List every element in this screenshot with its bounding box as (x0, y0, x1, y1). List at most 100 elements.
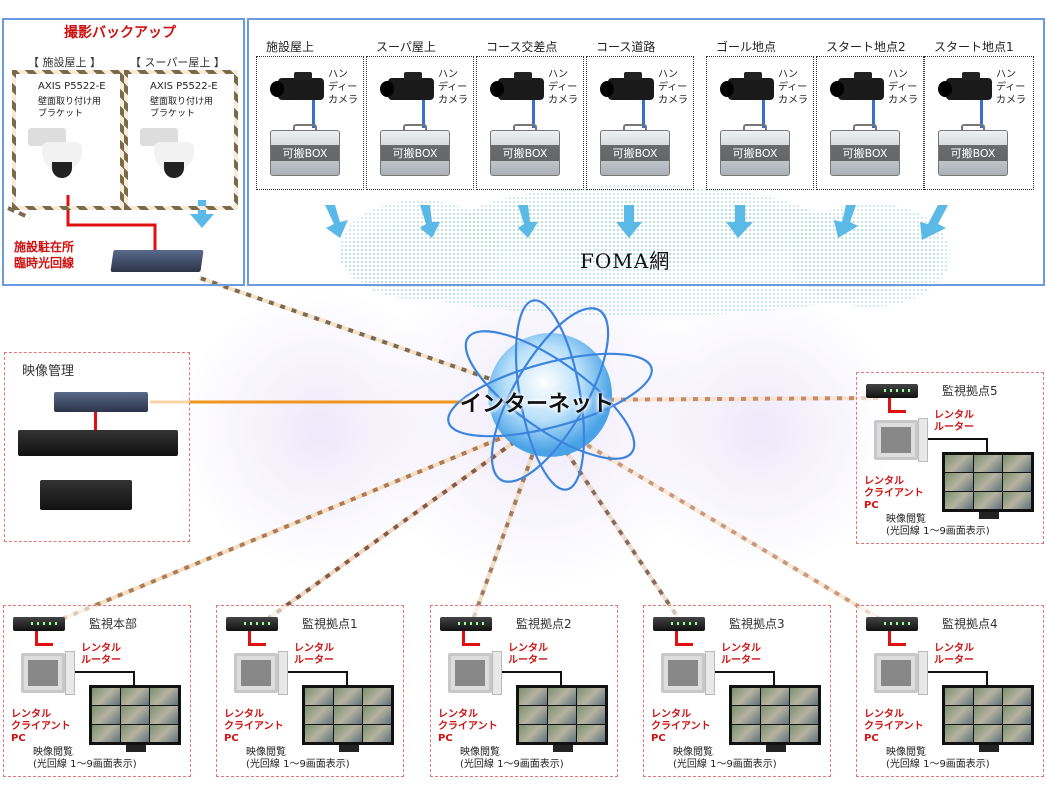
mgmt-red-link (94, 412, 97, 430)
camera-feed-tile (150, 688, 178, 706)
camera-feed-tile (548, 724, 576, 742)
facility-line-label-1: 施設駐在所 (14, 240, 75, 254)
camera-model-1: AXIS P5522-E (38, 81, 106, 92)
camera-feed-tile (1003, 688, 1031, 706)
client-pc-monitor-icon (234, 653, 278, 693)
camera-feed-tile (945, 706, 973, 724)
view-label-2: (光回線 1～9画面表示) (886, 526, 990, 537)
camera-label-line2: ディー (328, 82, 358, 93)
pc-label-1: レンタル (438, 709, 478, 720)
pc-label-3: PC (651, 733, 666, 744)
multi-view-display-icon (302, 685, 394, 752)
router-label-1: レンタル (81, 643, 121, 654)
view-label-2: (光回線 1～9画面表示) (673, 759, 777, 770)
portable-box-label: 可搬BOX (601, 145, 669, 161)
pc-label-1: レンタル (864, 709, 904, 720)
portable-box-label: 可搬BOX (831, 145, 899, 161)
pc-label-2: クライアント (224, 721, 284, 732)
dome-camera-icon (28, 126, 86, 182)
camera-feed-tile (305, 706, 333, 724)
pc-label-2: クライアント (864, 721, 924, 732)
pc-label-3: PC (224, 733, 239, 744)
portable-box-label: 可搬BOX (381, 145, 449, 161)
router-label-1: レンタル (934, 410, 974, 421)
site-equipment-frame (924, 56, 1034, 190)
camera-feed-tile (577, 688, 605, 706)
camera-feed-tile (92, 688, 120, 706)
camera-feed-tile (121, 724, 149, 742)
display-grid (92, 688, 178, 742)
pc-display-link (986, 438, 988, 452)
pc-display-link (773, 671, 775, 685)
station-name: 監視拠点3 (729, 617, 785, 631)
camera-box-link (312, 100, 315, 128)
camera-label-line2: ディー (658, 82, 688, 93)
station-name: 監視本部 (89, 617, 138, 631)
display-grid (519, 688, 605, 742)
pc-display-link (75, 671, 135, 673)
router-label-1: レンタル (294, 643, 334, 654)
camera-label-line1: ハン (548, 69, 568, 80)
pc-display-link (715, 671, 775, 673)
pc-label-3: PC (11, 733, 26, 744)
camera-feed-tile (790, 724, 818, 742)
pc-display-link (928, 438, 988, 440)
internet-label: インターネット (460, 392, 615, 417)
router-label-1: レンタル (508, 643, 548, 654)
portable-box-icon: 可搬BOX (270, 124, 340, 176)
camera-label-line3: カメラ (658, 95, 688, 106)
handy-camera-icon (270, 72, 324, 100)
camera-feed-tile (334, 706, 362, 724)
camera-label-line1: ハン (888, 69, 908, 80)
site-equipment-frame (256, 56, 364, 190)
router-link (888, 410, 906, 413)
station-name: 監視拠点4 (942, 617, 998, 631)
router-link (35, 643, 53, 646)
camera-box-link (762, 100, 765, 128)
camera-feed-tile (1003, 706, 1031, 724)
location-label-facility: 【 施設屋上 】 (28, 56, 101, 69)
camera-feed-tile (974, 688, 1002, 706)
handy-camera-icon (600, 72, 654, 100)
facility-line-label-2: 臨時光回線 (14, 256, 75, 270)
camera-feed-tile (363, 688, 391, 706)
camera-feed-tile (577, 724, 605, 742)
client-pc-monitor-icon (874, 420, 918, 460)
backup-title: 撮影バックアップ (64, 25, 176, 41)
site-name-label: スタート地点1 (934, 40, 1014, 54)
pc-display-link (928, 671, 988, 673)
camera-box-link (422, 100, 425, 128)
camera-label-line3: カメラ (328, 95, 358, 106)
station-name: 監視拠点5 (942, 384, 998, 398)
camera-feed-tile (548, 688, 576, 706)
client-pc-monitor-icon (21, 653, 65, 693)
wire-group-alt (39, 276, 897, 630)
display-stand (979, 512, 999, 519)
camera-label-line2: ディー (996, 82, 1026, 93)
pc-tower-icon (705, 651, 715, 695)
camera-feed-tile (945, 473, 973, 491)
router-label-1: レンタル (934, 643, 974, 654)
network-switch-icon (110, 250, 204, 272)
router-label-2: ルーター (721, 655, 761, 666)
pc-display-link (288, 671, 348, 673)
portable-box-icon: 可搬BOX (490, 124, 560, 176)
router-link (462, 643, 480, 646)
pc-tower-icon (492, 651, 502, 695)
camera-feed-tile (945, 455, 973, 473)
camera-feed-tile (519, 706, 547, 724)
camera-feed-tile (334, 724, 362, 742)
router-label-2: ルーター (934, 655, 974, 666)
sites-panel (247, 18, 1045, 286)
pc-display-link (133, 671, 135, 685)
multi-view-display-icon (729, 685, 821, 752)
handy-camera-icon (490, 72, 544, 100)
backup-panel (2, 18, 245, 286)
recorder-icon (40, 480, 132, 510)
box-handle (513, 124, 537, 131)
portable-box-label: 可搬BOX (491, 145, 559, 161)
router-link (675, 643, 693, 646)
handy-camera-icon (380, 72, 434, 100)
foma-cloud (340, 185, 950, 316)
